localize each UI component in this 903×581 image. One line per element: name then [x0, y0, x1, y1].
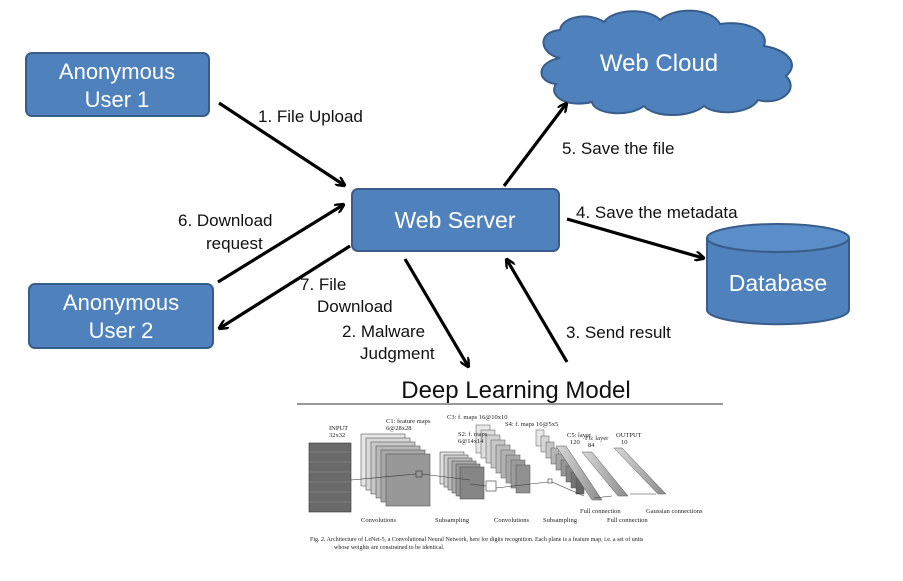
user2-label-line1: Anonymous	[63, 290, 179, 315]
label-file-download-1: 7. File	[300, 275, 346, 294]
database-node: Database	[706, 223, 850, 326]
label-file-download-2: Download	[317, 297, 393, 316]
web-cloud-node: Web Cloud	[540, 9, 793, 116]
arrow-download-request	[217, 205, 343, 284]
lbl-s4: S4: f. maps 16@5x5	[505, 421, 558, 428]
lbl-convolutions-2: Convolutions	[494, 517, 530, 524]
lbl-f6-2: 84	[588, 442, 595, 449]
label-send-result: 3. Send result	[566, 323, 671, 342]
lbl-full-connection-1: Full connection	[580, 508, 621, 515]
arrows	[218, 103, 703, 366]
label-download-request-2: request	[206, 234, 263, 253]
lbl-subsampling-2: Subsampling	[543, 517, 578, 524]
lbl-c5-1: C5: layer	[567, 432, 592, 439]
c1-feature-maps	[360, 433, 431, 507]
lbl-gaussian-connections: Gaussian connections	[646, 508, 703, 515]
label-malware-judgment-1: 2. Malware	[342, 322, 425, 341]
lenet-figure: INPUT 32x32 C1: feature maps 6@28x28 C3:…	[308, 414, 703, 551]
s4-feature-maps	[535, 429, 585, 495]
label-download-request-1: 6. Download	[178, 211, 273, 230]
c3-feature-maps	[475, 424, 531, 494]
web-server-label: Web Server	[394, 207, 515, 233]
lbl-s2-1: S2: f. maps	[458, 431, 488, 438]
arrow-file-upload	[218, 101, 344, 185]
label-file-upload: 1. File Upload	[258, 107, 363, 126]
s2-feature-maps	[439, 451, 485, 500]
database-label: Database	[729, 270, 827, 296]
web-cloud-label: Web Cloud	[600, 50, 718, 77]
user1-label-line2: User 1	[85, 87, 150, 112]
model-title: Deep Learning Model	[401, 377, 631, 404]
user1-node: Anonymous User 1	[25, 52, 210, 117]
user2-label-line2: User 2	[89, 318, 154, 343]
web-server-node: Web Server	[351, 188, 560, 252]
lbl-input-2: 32x32	[329, 432, 345, 439]
edge-labels: 1. File Upload 5. Save the file 4. Save …	[178, 107, 738, 363]
arrow-send-result	[507, 260, 569, 363]
lbl-convolutions-1: Convolutions	[361, 517, 397, 524]
label-save-file: 5. Save the file	[562, 139, 674, 158]
lbl-input-1: INPUT	[329, 425, 348, 432]
c5-layer	[555, 445, 603, 501]
lbl-c3: C3: f. maps 16@10x10	[447, 414, 508, 421]
lbl-subsampling-1: Subsampling	[435, 517, 470, 524]
label-malware-judgment-2: Judgment	[360, 344, 435, 363]
lbl-c1-2: 6@28x28	[386, 425, 412, 432]
arrow-save-metadata	[566, 217, 703, 258]
output-layer	[613, 447, 667, 495]
user1-label-line1: Anonymous	[59, 59, 175, 84]
label-save-metadata: 4. Save the metadata	[576, 203, 738, 222]
f6-layer	[581, 451, 629, 497]
lbl-full-connection-2: Full connection	[607, 517, 648, 524]
lbl-output-1: OUTPUT	[616, 432, 642, 439]
caption-line1: Fig. 2. Architecture of LeNet-5, a Convo…	[310, 536, 644, 543]
lbl-f6-1: F6: layer	[585, 435, 609, 442]
arrow-file-download	[220, 244, 351, 328]
deep-learning-model: Deep Learning Model	[297, 377, 723, 551]
caption-line2: whose weights are constrained to be iden…	[334, 545, 445, 551]
arrow-malware-judgment	[403, 258, 468, 366]
input-image	[308, 442, 352, 513]
arrow-save-file	[502, 104, 566, 187]
lbl-c1-1: C1: feature maps	[386, 418, 431, 425]
lbl-s2-2: 6@14x14	[458, 438, 484, 445]
user2-node: Anonymous User 2	[28, 283, 214, 349]
lbl-output-2: 10	[621, 439, 628, 446]
lbl-c5-2: 120	[570, 439, 580, 446]
